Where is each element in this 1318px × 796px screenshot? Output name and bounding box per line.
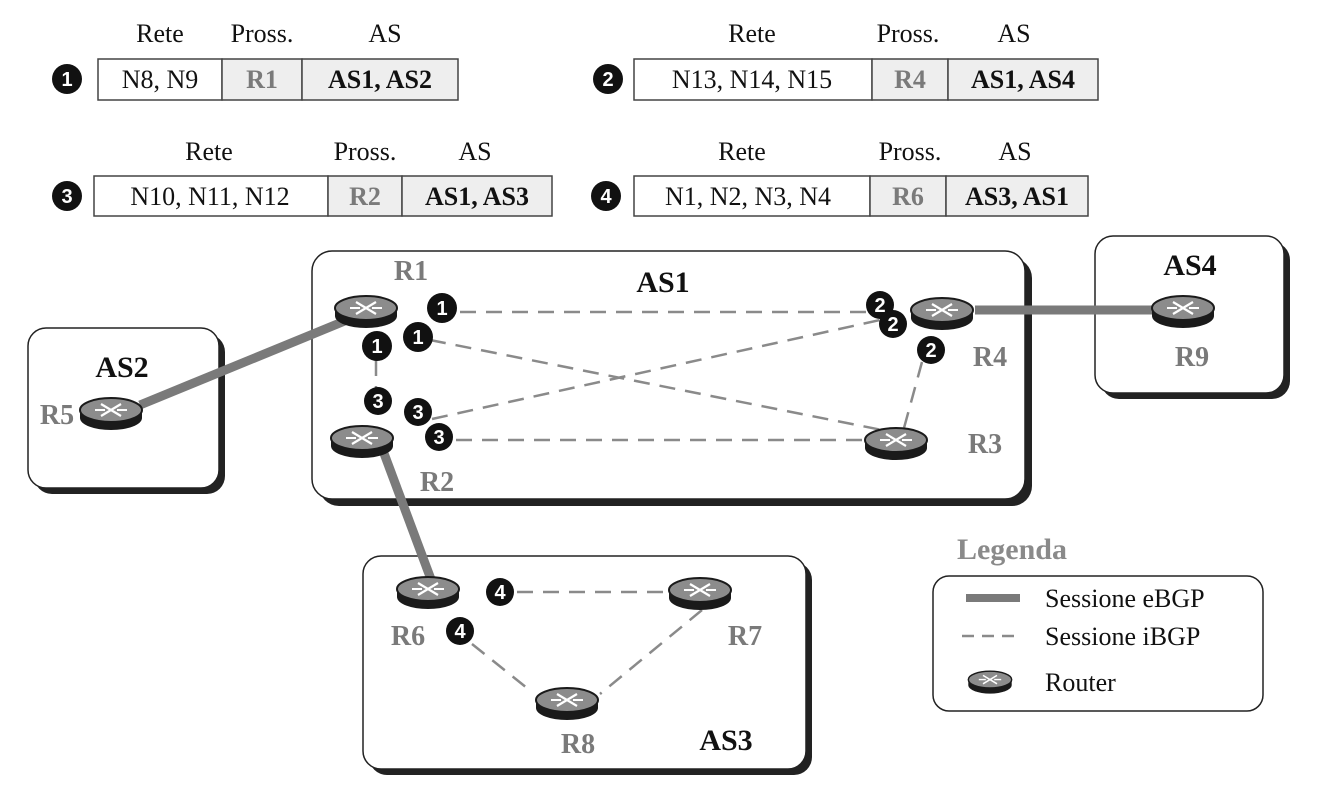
router-label-r6: R6: [391, 621, 425, 652]
router-icon-r8: [534, 686, 600, 722]
table-cell-networks: [93, 175, 329, 217]
router-icon-r5: [78, 396, 144, 432]
table-badge: [52, 181, 82, 211]
route-table-2: Rete Pross. AS 2 N13, N14, N15 R4 AS1, A…: [593, 19, 1099, 101]
networks-value: N13, N14, N15: [672, 65, 832, 94]
networks-value: N1, N2, N3, N4: [665, 182, 831, 211]
table-header-as: AS: [998, 137, 1031, 166]
ebgp-r2-r6: [377, 446, 437, 584]
badge-r2-b: 3: [412, 402, 423, 424]
legend-title: Legenda: [957, 533, 1067, 566]
ibgp-r4-r3: [902, 361, 924, 429]
ibgp-r1-r3: [429, 338, 893, 434]
legend-ibgp-label: Sessione iBGP: [1045, 622, 1200, 651]
as-path-value: AS3, AS1: [965, 182, 1069, 211]
badge-r1-a: 1: [436, 298, 447, 320]
badge-r2-c: 3: [433, 427, 444, 449]
table-badge-number: 2: [602, 69, 613, 91]
table-cell-as-path: [301, 58, 459, 101]
route-table-3: Rete Pross. AS 3 N10, N11, N12 R2 AS1, A…: [52, 137, 553, 217]
next-hop-value: R6: [892, 182, 924, 211]
badge-r1-b: 1: [412, 327, 423, 349]
router-label-r9: R9: [1175, 342, 1209, 373]
legend-router-label: Router: [1045, 668, 1116, 697]
next-hop-value: R2: [349, 182, 381, 211]
legend-router-icon: [967, 670, 1013, 695]
ebgp-r5-r1: [138, 313, 354, 410]
badge-r6-a: 4: [494, 582, 506, 604]
table-header-pross: Pross.: [334, 137, 397, 166]
ibgp-sessions: [374, 310, 924, 695]
table-header-pross: Pross.: [231, 19, 294, 48]
as-path-value: AS1, AS2: [328, 65, 432, 94]
ibgp-r6-r8: [471, 643, 533, 693]
legend-ebgp-label: Sessione eBGP: [1045, 584, 1205, 613]
table-badge-number: 4: [600, 186, 612, 208]
badge-r2-a: 3: [372, 391, 383, 413]
router-label-r2: R2: [420, 467, 454, 498]
table-cell-next-hop: [871, 58, 949, 101]
as1-label: AS1: [636, 266, 689, 299]
as3-label: AS3: [699, 724, 752, 757]
table-header-rete: Rete: [136, 19, 184, 48]
as-path-value: AS1, AS3: [425, 182, 529, 211]
router-icon-r2: [329, 424, 395, 460]
next-hop-value: R1: [246, 65, 278, 94]
router-icon-r4: [909, 296, 975, 332]
ibgp-r7-r8: [599, 609, 703, 695]
table-header-as: AS: [997, 19, 1030, 48]
networks-value: N8, N9: [122, 65, 199, 94]
badge-r1-c: 1: [371, 336, 382, 358]
badge-r4-c: 2: [925, 340, 936, 362]
table-cell-next-hop: [221, 58, 303, 101]
router-label-r7: R7: [728, 621, 762, 652]
as-path-value: AS1, AS4: [971, 65, 1075, 94]
networks-value: N10, N11, N12: [130, 182, 289, 211]
table-cell-as-path: [945, 175, 1089, 217]
router-label-r4: R4: [973, 342, 1007, 373]
table-badge-number: 1: [61, 69, 72, 91]
table-cell-as-path: [947, 58, 1099, 101]
route-table-4: Rete Pross. AS 4 N1, N2, N3, N4 R6 AS3, …: [591, 137, 1089, 217]
legend: Legenda Sessione eBGP Sessione iBGP Rout…: [957, 533, 1205, 697]
table-header-pross: Pross.: [877, 19, 940, 48]
legend-box: [932, 575, 1264, 712]
badge-r6-b: 4: [454, 621, 466, 643]
badge-r4-a: 2: [874, 295, 885, 317]
router-icon-r9: [1150, 294, 1216, 330]
ebgp-sessions: [138, 305, 1152, 584]
router-label-r1: R1: [394, 256, 428, 287]
router-label-r5: R5: [40, 400, 74, 431]
as2-label: AS2: [95, 351, 148, 384]
next-hop-value: R4: [894, 65, 926, 94]
router-icon-r6: [395, 575, 461, 611]
table-badge: [591, 181, 621, 211]
router-icon-r3: [863, 426, 929, 462]
table-header-as: AS: [368, 19, 401, 48]
table-cell-networks: [633, 58, 873, 101]
route-table-1: Rete Pross. AS 1 N8, N9 R1 AS1, AS2: [52, 19, 459, 101]
table-cell-networks: [633, 175, 871, 217]
table-cell-as-path: [401, 175, 553, 217]
table-header-rete: Rete: [718, 137, 766, 166]
table-header-pross: Pross.: [879, 137, 942, 166]
table-header-as: AS: [458, 137, 491, 166]
diagram-badges: 1 1 1 2 2 2 3 3 3 4 4: [362, 291, 945, 645]
router-label-r8: R8: [561, 729, 595, 760]
router-label-r3: R3: [968, 429, 1002, 460]
router-icon-r1: [333, 294, 399, 330]
as4-label: AS4: [1163, 249, 1216, 282]
table-header-rete: Rete: [728, 19, 776, 48]
table-header-rete: Rete: [185, 137, 233, 166]
table-badge: [593, 64, 623, 94]
table-badge-number: 3: [61, 186, 72, 208]
badge-r4-b: 2: [887, 314, 898, 336]
router-icon-r7: [667, 576, 733, 612]
table-badge: [52, 64, 82, 94]
